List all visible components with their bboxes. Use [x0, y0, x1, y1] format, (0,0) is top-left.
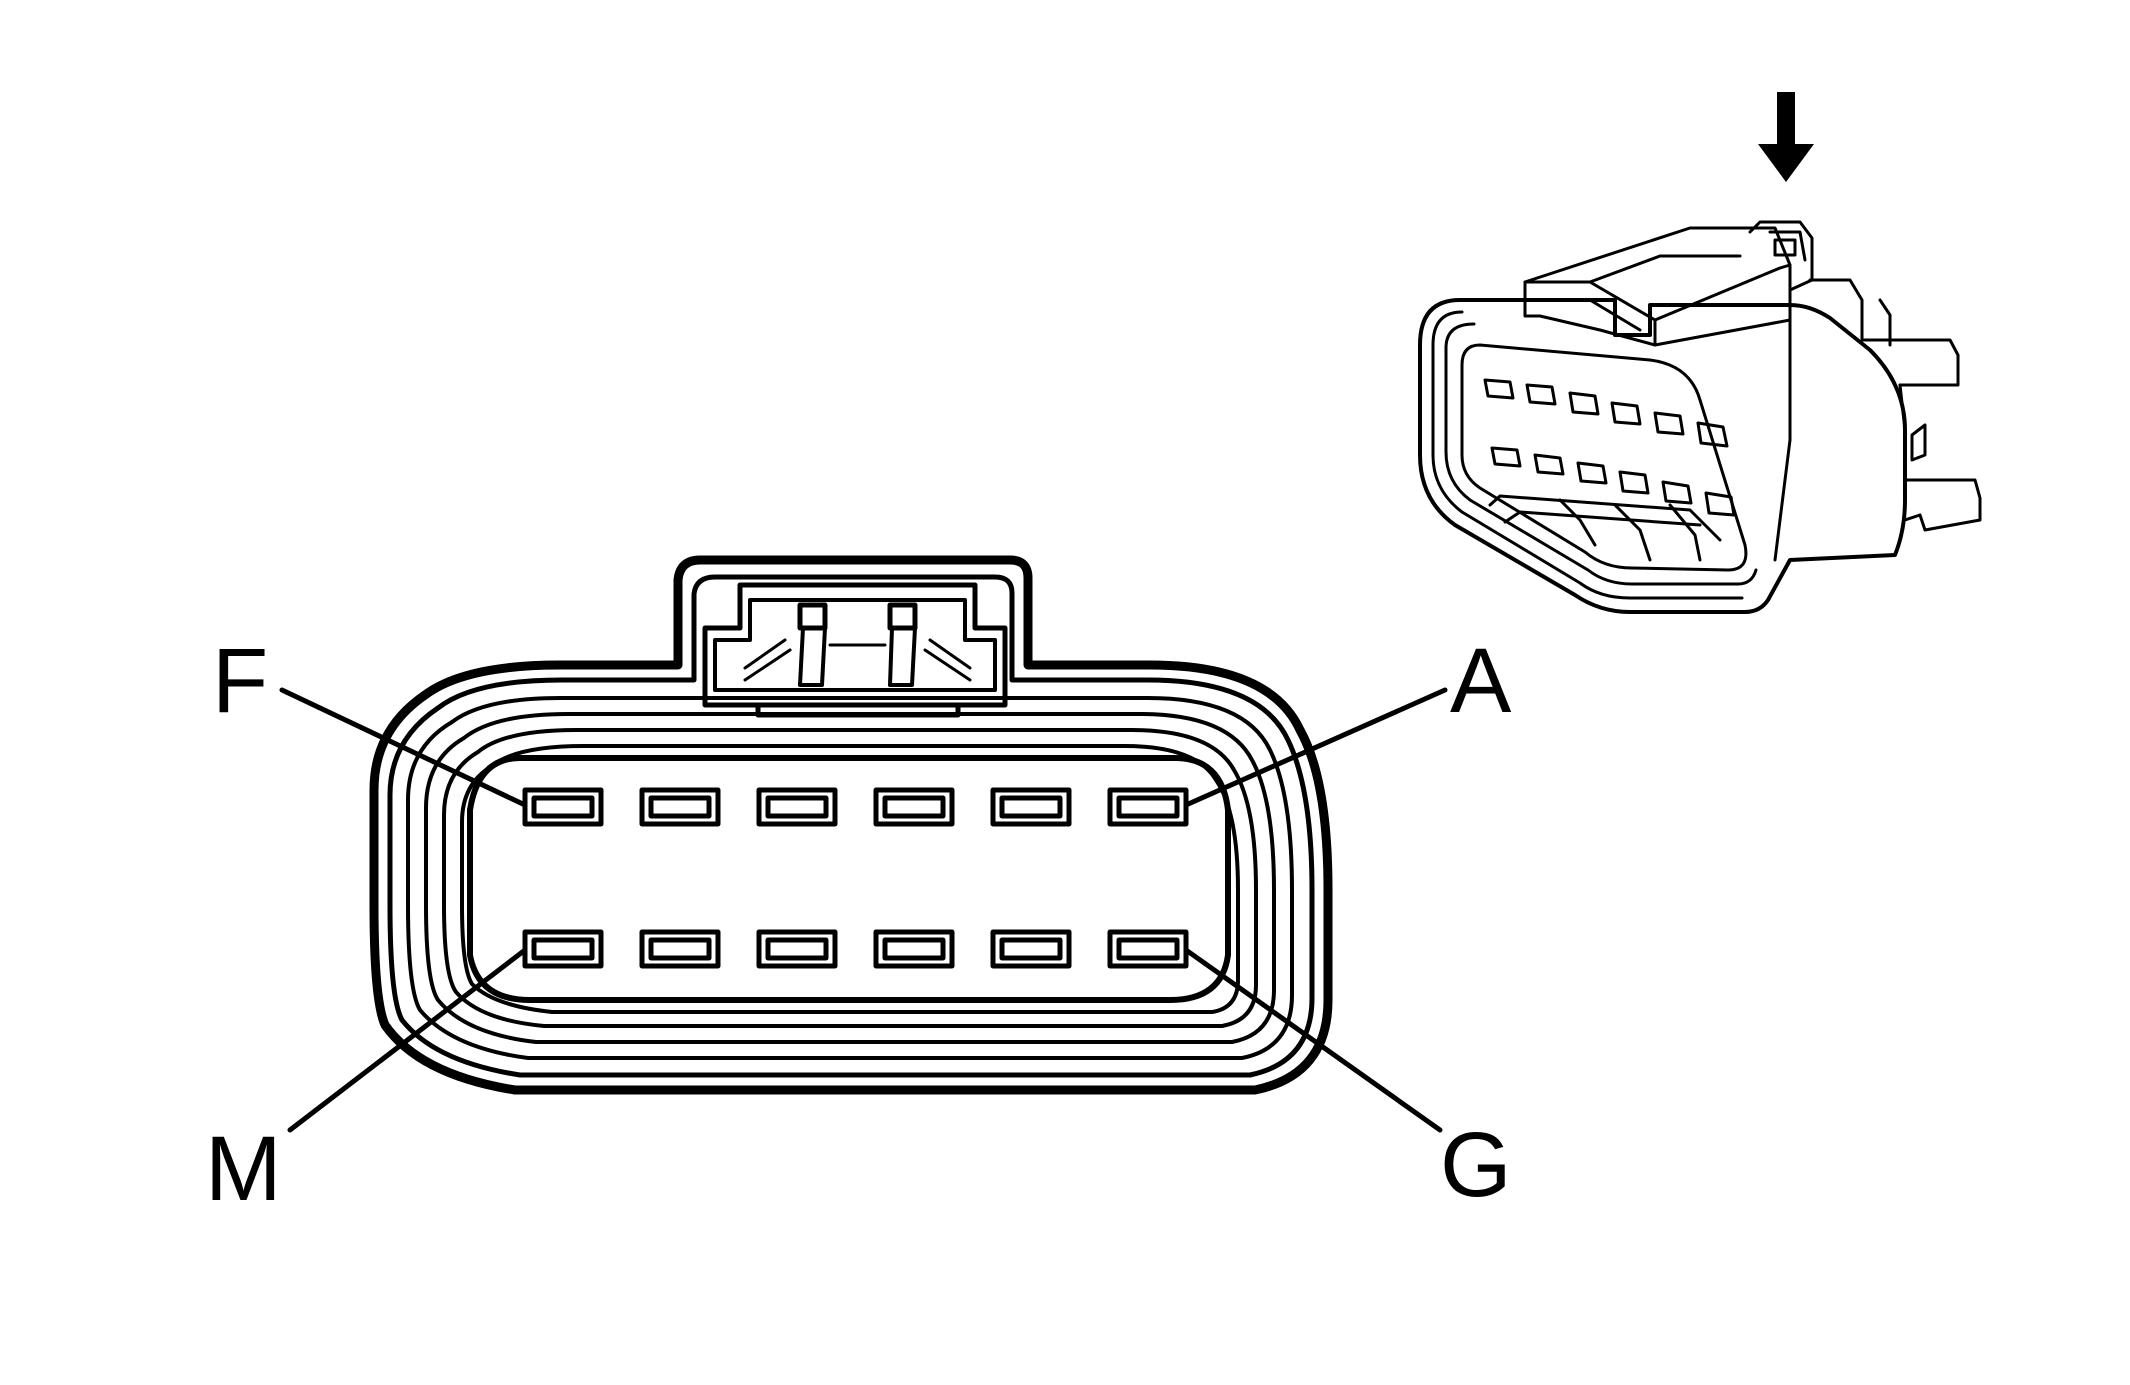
terminal-cavity	[873, 787, 955, 827]
connector-isometric-icon	[1418, 92, 1982, 614]
terminal-row-top	[522, 787, 1189, 827]
pin-label-f: F	[212, 630, 268, 732]
leader-line-g	[1183, 947, 1443, 1133]
leader-line-m	[287, 947, 528, 1133]
leader-lines	[279, 687, 1448, 1133]
connector-face-icon	[369, 555, 1333, 1095]
terminal-cavity	[522, 929, 604, 969]
terminal-cavity	[639, 787, 721, 827]
down-arrow-icon	[1758, 92, 1814, 182]
pin-label-a: A	[1450, 630, 1512, 732]
pin-label-g: G	[1440, 1114, 1512, 1216]
terminal-cavity	[1107, 929, 1189, 969]
terminal-cavity	[639, 929, 721, 969]
leader-line-a	[1183, 687, 1448, 808]
terminal-cavity	[873, 929, 955, 969]
terminal-row-bottom	[522, 929, 1189, 969]
terminal-cavity	[990, 929, 1072, 969]
leader-line-f	[279, 687, 528, 808]
terminal-cavity	[1107, 787, 1189, 827]
terminal-cavity	[756, 929, 838, 969]
terminal-cavity	[522, 787, 604, 827]
pin-label-m: M	[205, 1118, 282, 1220]
terminal-cavity	[756, 787, 838, 827]
terminal-cavity	[990, 787, 1072, 827]
